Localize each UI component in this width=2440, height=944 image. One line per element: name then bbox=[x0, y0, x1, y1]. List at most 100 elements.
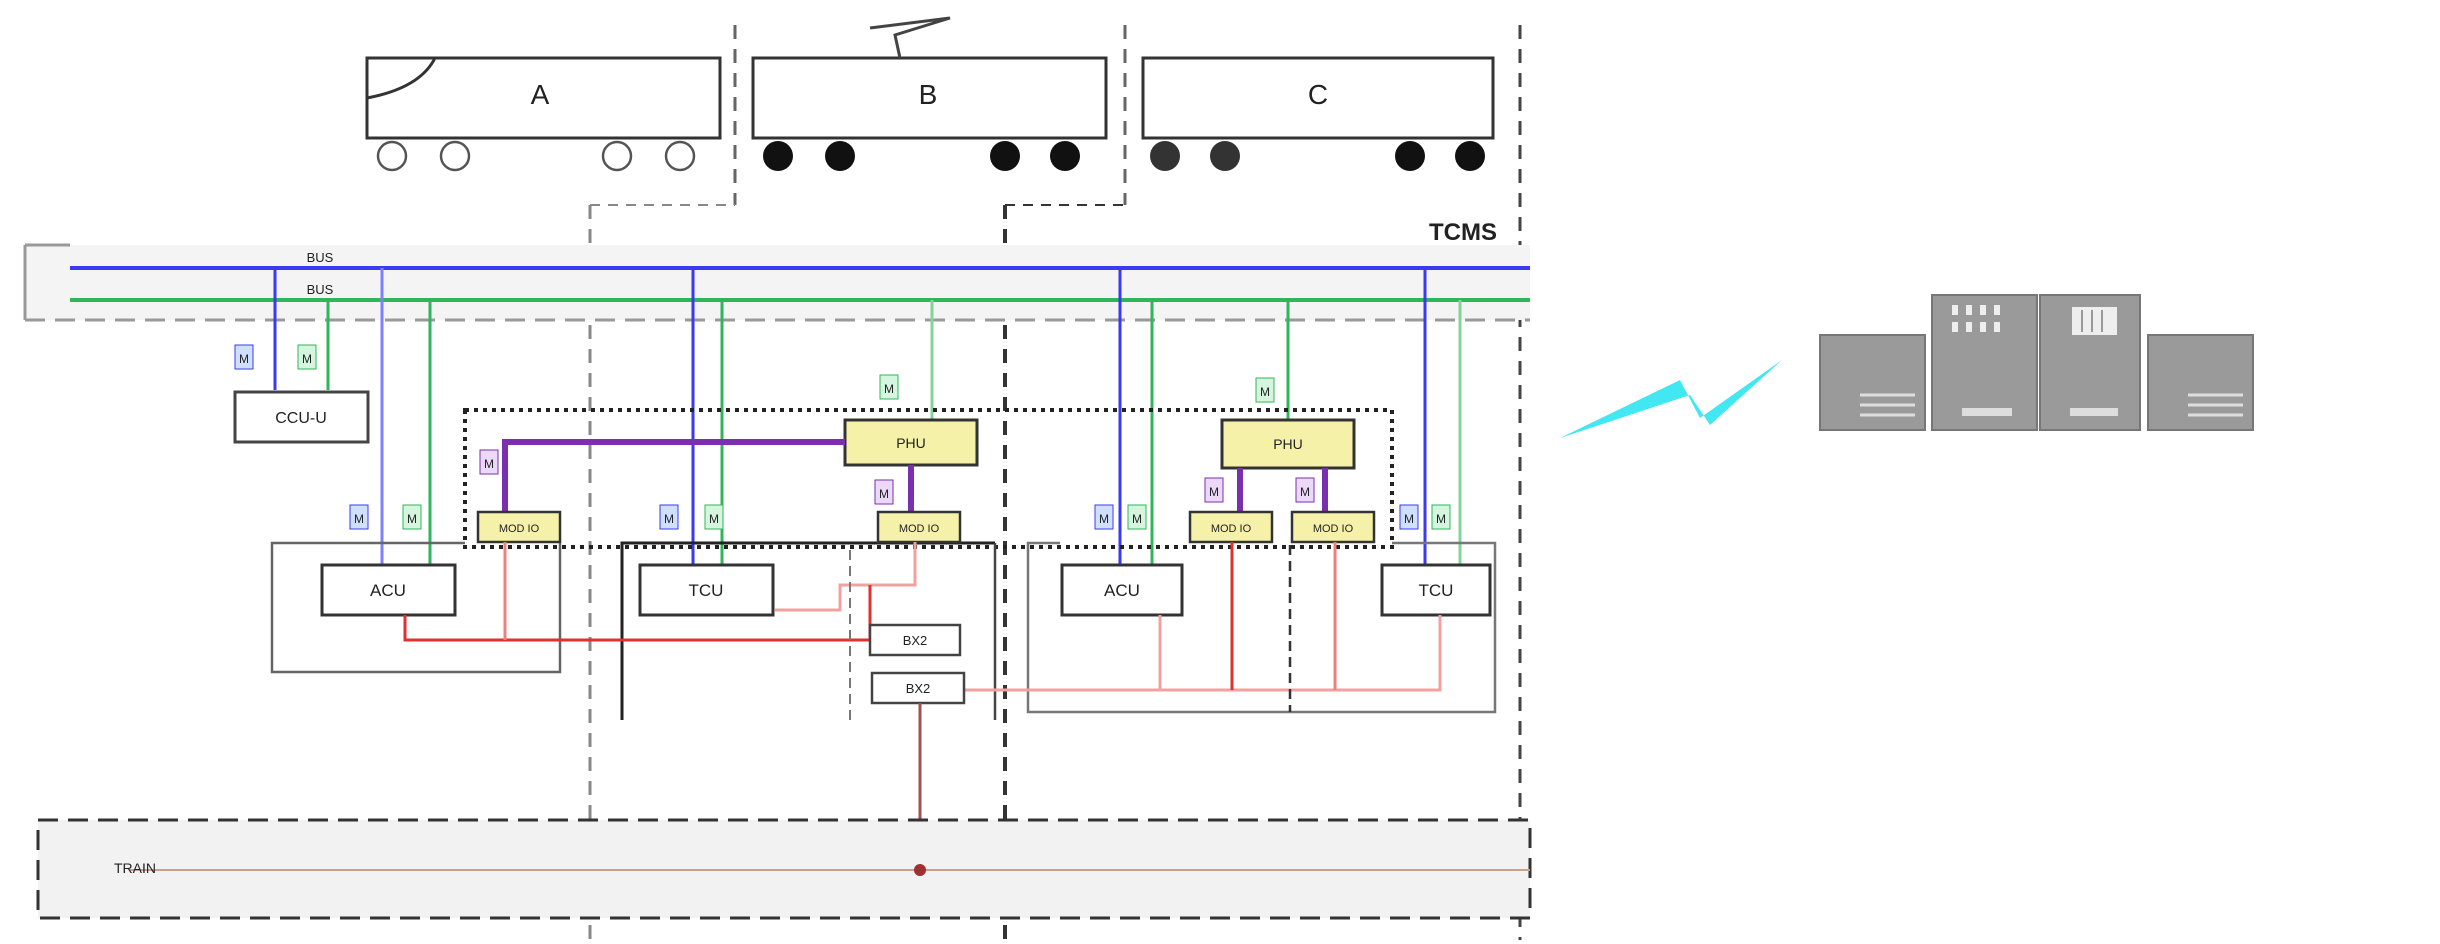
ccu-label: CCU-U bbox=[275, 410, 327, 427]
wire-tag bbox=[879, 374, 899, 400]
bx-top-box bbox=[868, 623, 962, 657]
wire-tag bbox=[1295, 477, 1315, 503]
wire-tag-label: M bbox=[1209, 485, 1219, 499]
car-c: C bbox=[1141, 56, 1495, 171]
bx-top-label: BX2 bbox=[903, 633, 928, 648]
bus-1-label: BUS bbox=[307, 250, 334, 265]
frame-middle bbox=[620, 541, 995, 720]
server-rack-vent bbox=[1966, 305, 1972, 315]
wire-tag bbox=[297, 344, 317, 370]
wire-tags: M M M M M M M M M M M M M M M M bbox=[234, 344, 1451, 530]
wire-tag bbox=[402, 504, 422, 530]
server-rack-slot bbox=[2070, 408, 2118, 416]
purple-links bbox=[502, 439, 1328, 512]
module-io-label: MOD IO bbox=[499, 523, 540, 535]
phu-right-label: PHU bbox=[1273, 436, 1303, 452]
wire-tag bbox=[1431, 504, 1451, 530]
wire-tag-label: M bbox=[879, 487, 889, 501]
module-io-label: MOD IO bbox=[1313, 523, 1354, 535]
car-a-cab bbox=[366, 57, 437, 100]
wire-tag-label: M bbox=[484, 457, 494, 471]
server-rack-vent bbox=[1952, 305, 1958, 315]
tcms-band bbox=[25, 245, 1530, 320]
red-wire-acu-left bbox=[403, 615, 870, 642]
car-c-body bbox=[1141, 56, 1495, 140]
car-c-wheels bbox=[1150, 141, 1485, 171]
wire-tag bbox=[349, 504, 369, 530]
power-wiring bbox=[403, 542, 1442, 720]
car-b-wheel bbox=[763, 141, 793, 171]
wire-tag-label: M bbox=[302, 352, 312, 366]
wireless-link-icon bbox=[1560, 360, 1782, 438]
bx-bottom-box bbox=[870, 671, 966, 705]
pantograph-icon bbox=[869, 16, 951, 59]
wire-tag-label: M bbox=[1300, 485, 1310, 499]
wire-tag-label: M bbox=[239, 352, 249, 366]
module-io-box bbox=[876, 510, 962, 544]
phu-left-label: PHU bbox=[896, 435, 926, 451]
server-rack-slot bbox=[1962, 408, 2012, 416]
server-rack-vent bbox=[1980, 322, 1986, 332]
car-a-wheel bbox=[439, 140, 471, 172]
acu-left-label: ACU bbox=[370, 581, 406, 600]
tcms-label: TCMS bbox=[1429, 219, 1497, 246]
train-line-node bbox=[914, 864, 926, 876]
server-icon bbox=[1819, 294, 2254, 431]
wire-tag-label: M bbox=[1099, 512, 1109, 526]
car-c-wheel bbox=[1455, 141, 1485, 171]
module-io-box bbox=[476, 510, 562, 544]
car-b-label: B bbox=[919, 79, 938, 110]
server-rack-vents bbox=[1952, 305, 2000, 332]
train-line-label: TRAIN bbox=[114, 860, 156, 876]
server-rack-vent bbox=[1952, 322, 1958, 332]
tcu-right-label: TCU bbox=[1419, 581, 1454, 600]
wire-tag bbox=[874, 479, 894, 505]
car-c-wheel bbox=[1210, 141, 1240, 171]
wire-tag-label: M bbox=[709, 512, 719, 526]
module-io-boxes: MOD IO MOD IO MOD IO MOD IO bbox=[476, 510, 1376, 544]
wire-tag-label: M bbox=[1132, 512, 1142, 526]
tcu-left-label: TCU bbox=[689, 581, 724, 600]
car-b: B bbox=[751, 16, 1108, 171]
car-a-wheel bbox=[376, 140, 408, 172]
wire-tag-label: M bbox=[664, 512, 674, 526]
tcu-right-box bbox=[1380, 563, 1492, 617]
frame-left bbox=[270, 541, 562, 674]
server-rack-vent bbox=[1994, 322, 2000, 332]
car-frames bbox=[270, 541, 1497, 720]
wire-tag bbox=[1127, 504, 1147, 530]
wire-tag-label: M bbox=[354, 512, 364, 526]
ccu-box bbox=[233, 390, 370, 444]
bx-bottom-label: BX2 bbox=[906, 681, 931, 696]
pink-wire-right bbox=[965, 615, 1442, 692]
server-rack-vent bbox=[1994, 305, 2000, 315]
module-io-box bbox=[1290, 510, 1376, 544]
frame-right bbox=[1026, 541, 1497, 714]
bus-2-label: BUS bbox=[307, 282, 334, 297]
wire-tag-label: M bbox=[407, 512, 417, 526]
phu-right-box bbox=[1220, 418, 1356, 470]
car-b-wheel bbox=[1050, 141, 1080, 171]
pink-wire-tcu-left bbox=[775, 542, 917, 612]
car-c-label: C bbox=[1308, 79, 1328, 110]
wire-tag bbox=[704, 504, 724, 530]
acu-left-box bbox=[320, 563, 457, 617]
car-b-wheels bbox=[763, 141, 1080, 171]
module-io-label: MOD IO bbox=[899, 523, 940, 535]
train-line-band: TRAIN bbox=[36, 818, 1532, 920]
wire-tag-label: M bbox=[1404, 512, 1414, 526]
car-c-wheel bbox=[1150, 141, 1180, 171]
car-a: A bbox=[365, 56, 722, 172]
wire-tag bbox=[1094, 504, 1114, 530]
tcu-left-box bbox=[638, 563, 775, 617]
car-b-wheel bbox=[825, 141, 855, 171]
server-rack-vent bbox=[1980, 305, 1986, 315]
tcms-network: TCMS BUS BUS bbox=[23, 219, 1530, 322]
wire-tag-label: M bbox=[1436, 512, 1446, 526]
wire-tag bbox=[1255, 377, 1275, 403]
server-rack-vent bbox=[1966, 322, 1972, 332]
wire-tag bbox=[479, 449, 499, 475]
acu-right-label: ACU bbox=[1104, 581, 1140, 600]
wire-tag-label: M bbox=[1260, 385, 1270, 399]
